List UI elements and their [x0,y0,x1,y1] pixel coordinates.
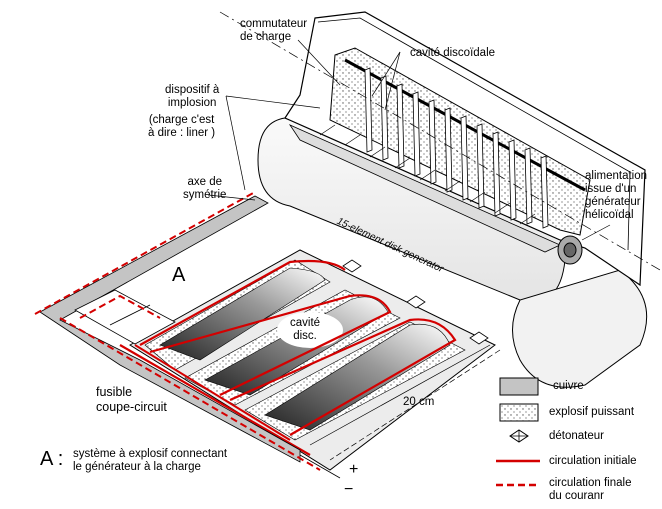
label-cavite-disc-l2: disc. [293,330,317,342]
label-fusible: fusible coupe-circuit [96,385,167,415]
label-cavite-discoidale: cavité discoïdale [410,47,496,59]
note-key: A : [40,448,64,470]
legend-finale: circulation finale du couranr [549,477,631,503]
legend-finale-l1: circulation finale [549,477,632,489]
legend-finale-l2: du couranr [549,490,604,502]
label-alimentation-l4: hélicoïdal [585,209,634,221]
strip-line [34,191,341,479]
label-fusible-l1: fusible [96,385,133,399]
label-axe-l2: symétrie [183,189,227,201]
leader-lines [207,39,611,241]
disk-generator [219,11,661,388]
label-liner-l2: à dire : liner ) [148,127,216,139]
legend-explosif: explosif puissant [549,406,635,418]
label-cavite-disc-l1: cavité [290,317,321,329]
note-text: système à explosif connectant le générat… [73,448,227,474]
legend-graphics [496,377,540,487]
label-commutateur-l2: de charge [240,31,292,43]
label-A: A [172,264,186,286]
label-alimentation-l1: alimentation [585,170,648,182]
legend-cuivre: cuivre [553,380,584,392]
label-fusible-l2: coupe-circuit [96,400,167,414]
label-dispositif: dispositif à implosion [165,84,219,110]
label-alimentation-l3: générateur [585,196,641,208]
label-dispositif-l2: implosion [167,97,217,109]
label-alimentation: alimentation issue d'un générateur hélic… [585,170,647,222]
label-dispositif-l1: dispositif à [165,84,220,96]
legend-initiale: circulation initiale [549,455,637,467]
label-alimentation-l2: issue d'un [585,183,637,195]
note-text-l2: le générateur à la charge [73,461,201,473]
note-text-l1: système à explosif connectant [73,448,228,460]
label-minus: − [344,481,354,498]
label-liner-l1: (charge c'est [148,114,215,126]
label-axe: axe de symétrie [183,176,226,202]
label-commutateur-l1: commutateur [240,18,308,30]
label-plus: + [349,461,359,478]
legend-detonateur: détonateur [549,430,604,442]
label-commutateur: commutateur de charge [240,18,307,44]
label-liner: (charge c'est à dire : liner ) [148,114,215,140]
label-axe-l1: axe de [187,176,222,188]
flat-generator [119,249,501,471]
label-scale: 20 cm [403,396,435,408]
label-cavite-disc: cavité disc. [290,317,320,343]
